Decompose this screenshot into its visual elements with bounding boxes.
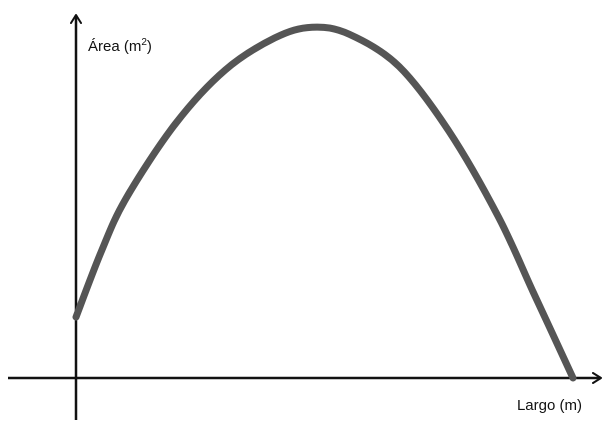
area-curve-line	[72, 23, 577, 382]
y-axis-label: Área (m2)	[88, 37, 152, 55]
x-axis-label: Largo (m)	[517, 397, 582, 414]
y-axis-label-superscript: 2	[141, 37, 147, 48]
